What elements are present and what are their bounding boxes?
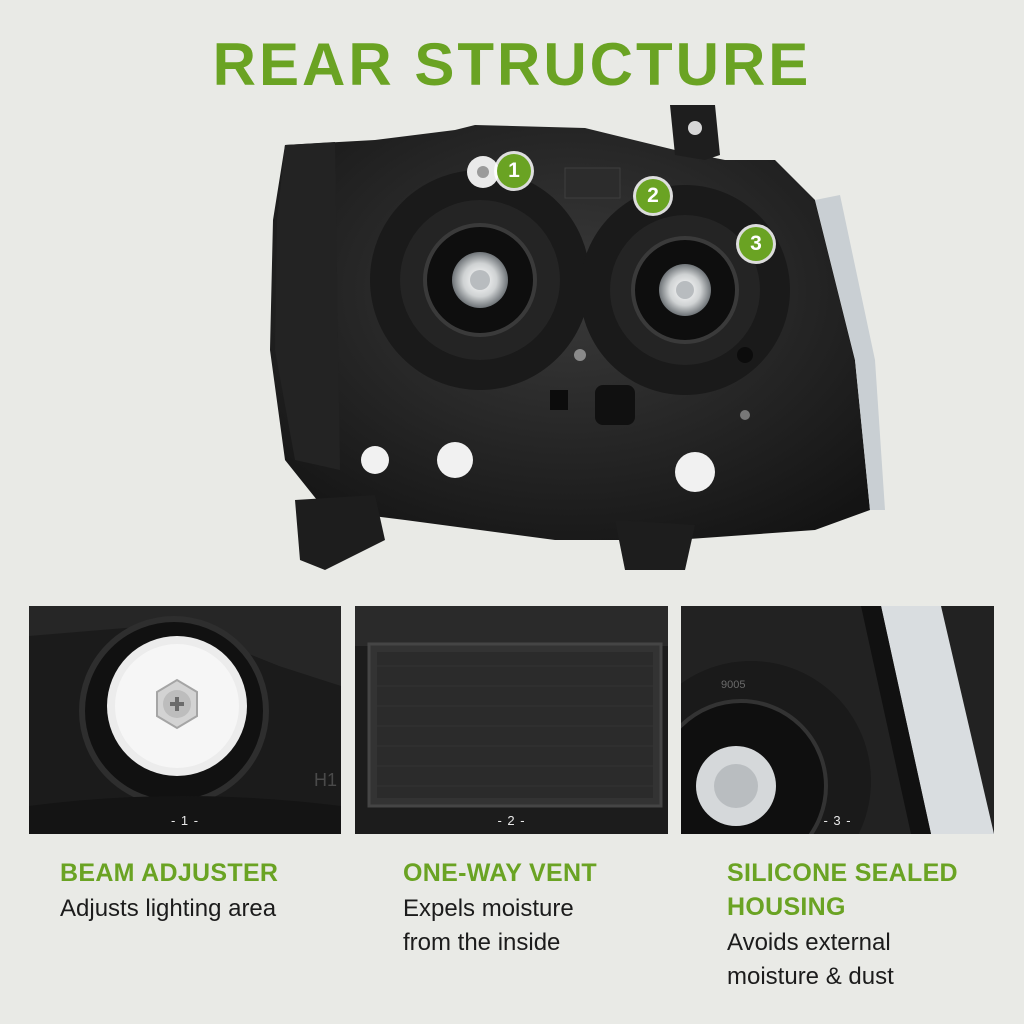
feature-title: BEAM ADJUSTER (60, 859, 279, 887)
feature-sealed-housing: SILICONE SEALED HOUSING Avoids external … (727, 856, 1017, 994)
panel-caption-3: - 3 - (823, 813, 852, 828)
feature-description: Adjusts lighting area (60, 895, 277, 922)
detail-panel-sealed-housing: 9005 - 3 - (681, 606, 994, 834)
callout-2: 2 (636, 179, 670, 213)
callout-1: 1 (497, 154, 531, 188)
feature-title: SILICONE SEALED HOUSING (727, 859, 958, 921)
detail-panel-beam-adjuster: H1 - 1 - (29, 606, 341, 834)
feature-one-way-vent: ONE-WAY VENT Expels moisture from the in… (403, 856, 683, 960)
detail-panel-one-way-vent: - 2 - (355, 606, 668, 834)
panel-caption-2: - 2 - (497, 813, 526, 828)
feature-description: Expels moisture from the inside (403, 895, 574, 956)
panel-caption-1: - 1 - (170, 813, 200, 828)
feature-beam-adjuster: BEAM ADJUSTER Adjusts lighting area (60, 856, 340, 926)
callout-3: 3 (739, 227, 773, 261)
page-title: REAR STRUCTURE (212, 31, 812, 98)
feature-title: ONE-WAY VENT (403, 859, 597, 887)
feature-description: Avoids external moisture & dust (727, 929, 894, 990)
headlight-rear-image (255, 100, 885, 580)
svg-text:9005: 9005 (721, 679, 745, 691)
svg-text:H1: H1 (314, 770, 337, 790)
